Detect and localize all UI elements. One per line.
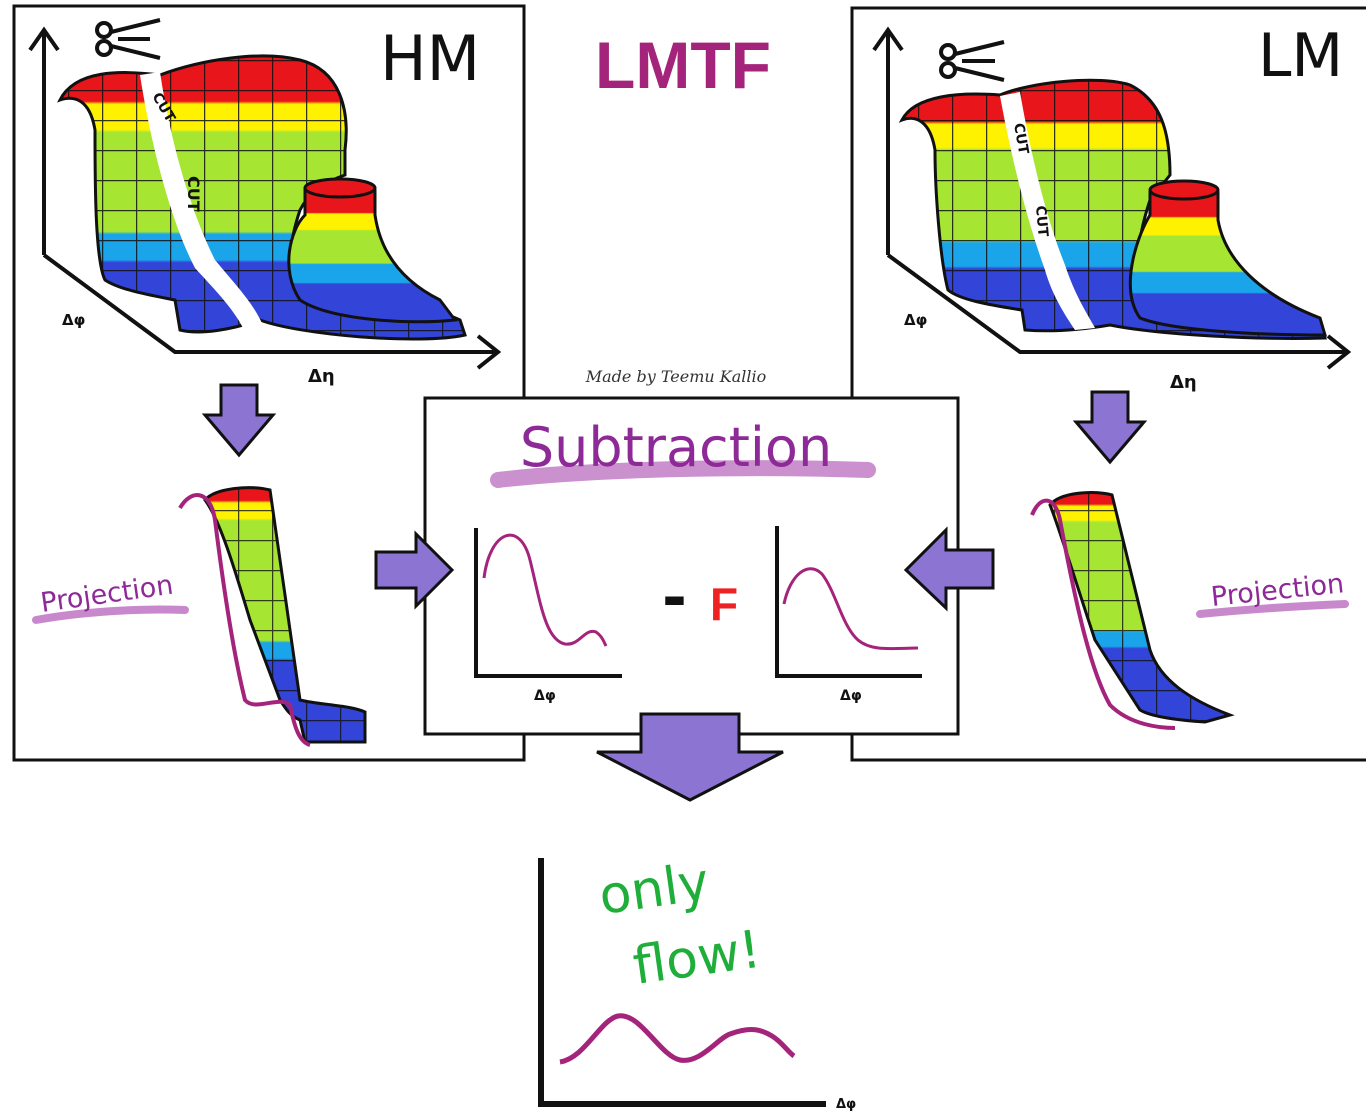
subtraction-right-axis-label: Δφ <box>840 688 862 704</box>
lm-panel-frame <box>850 6 1366 762</box>
lm-axis-y-label: Δφ <box>904 311 927 329</box>
subtraction-left-curve <box>482 533 608 647</box>
lm-cut-strip <box>1000 92 1095 330</box>
lm-projection-highlight <box>1196 600 1349 618</box>
hm-label: HM <box>380 22 480 95</box>
subtraction-operator: - <box>662 563 687 633</box>
lm-axis-x-label: Δη <box>1170 372 1197 393</box>
lm-scissors-icon <box>939 40 1005 82</box>
lm-to-subtraction-arrow <box>903 526 995 612</box>
subtraction-right-plot <box>775 526 922 678</box>
lm-cut-label-top: CUT <box>1010 122 1031 156</box>
hm-axis-x-label: Δη <box>308 366 335 387</box>
hm-cut-strip <box>140 72 265 332</box>
hm-panel: HM CUT CUT Δφ Δη Projection <box>12 4 526 762</box>
hm-surface <box>57 54 467 341</box>
hm-panel-frame <box>12 4 526 762</box>
hm-axes <box>28 26 502 370</box>
lm-panel: LM CUT CUT Δφ Δη Projection <box>850 6 1366 762</box>
result-text-line1: only <box>595 852 712 927</box>
subtraction-box: Subtraction Δφ - F Δφ <box>423 396 960 736</box>
subtraction-factor: F <box>710 578 738 630</box>
hm-scissors-icon <box>95 18 161 60</box>
result-plot <box>538 858 826 1107</box>
hm-to-subtraction-arrow <box>374 530 455 610</box>
credit-text: Made by Teemu Kallio <box>585 367 767 386</box>
result-curve <box>559 1013 796 1065</box>
lm-label: LM <box>1258 21 1343 91</box>
lm-down-arrow <box>1072 390 1148 465</box>
lm-projection-strip <box>1030 490 1235 730</box>
lm-surface <box>898 78 1328 340</box>
hm-axis-y-label: Δφ <box>62 311 85 329</box>
hm-projection-highlight <box>32 605 189 624</box>
result-axis-label: Δφ <box>836 1097 856 1112</box>
page-title: LMTF <box>595 28 771 102</box>
subtraction-highlight <box>490 460 876 488</box>
lm-near-peak <box>1128 181 1328 337</box>
lm-cut-label-mid: CUT <box>1032 205 1051 238</box>
subtraction-left-plot <box>474 528 622 678</box>
hm-cut-label-mid: CUT <box>184 176 203 212</box>
hm-projection-strip <box>178 486 367 747</box>
result-down-arrow <box>596 712 784 802</box>
hm-down-arrow <box>201 383 277 458</box>
lm-axes <box>872 26 1352 370</box>
hm-near-peak <box>287 180 458 324</box>
subtraction-left-axis-label: Δφ <box>534 688 556 704</box>
subtraction-title: Subtraction <box>520 416 832 479</box>
result-text-line2: flow! <box>629 920 764 997</box>
subtraction-right-curve <box>782 567 919 651</box>
